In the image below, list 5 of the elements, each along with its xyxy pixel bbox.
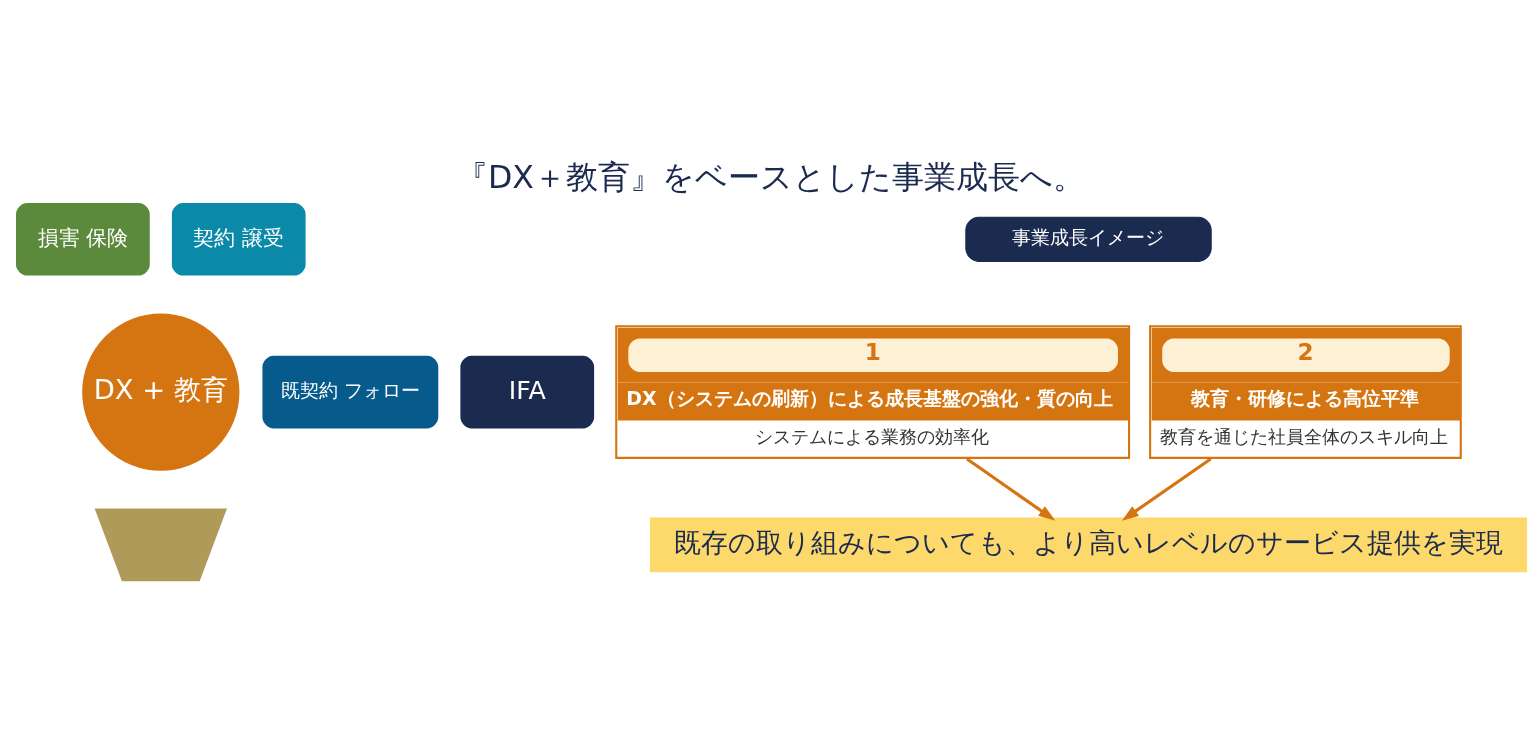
node-box: 既存の取り組みについても、より高いレベルのサービス提供を実現 [649,517,1527,572]
arrow [1121,457,1211,521]
diagram-title: 『DX＋教育』をベースとした事業成長へ。 [455,158,1085,195]
arrow [965,457,1055,521]
node-box: 事業成長イメージ [964,216,1212,262]
